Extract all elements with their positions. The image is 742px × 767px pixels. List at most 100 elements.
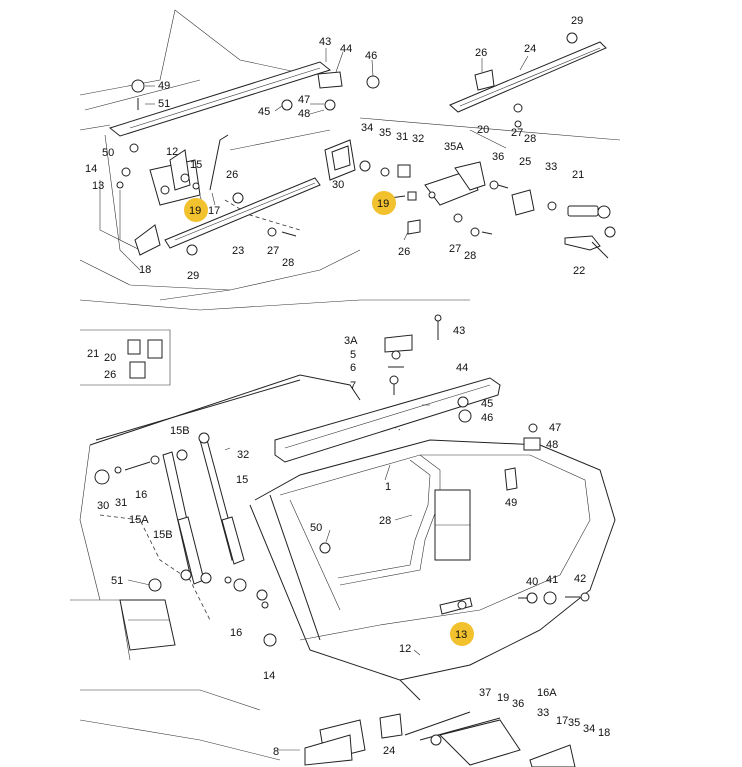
label-45-low: 45 <box>481 398 493 410</box>
rod-17 <box>209 134 229 191</box>
label-44-top: 44 <box>340 43 352 55</box>
spoiler-strip-44 <box>274 377 501 463</box>
label-40: 40 <box>526 576 538 588</box>
label-50-top: 50 <box>102 147 114 159</box>
label-16-b: 16 <box>230 627 242 639</box>
latch-35A <box>424 161 486 206</box>
highlight-19-left <box>184 198 208 222</box>
highlight-markers <box>184 191 474 646</box>
left-taillight <box>119 599 176 651</box>
label-21-top: 21 <box>572 169 584 181</box>
label-13-top: 13 <box>92 180 104 192</box>
label-15B-low: 15B <box>153 529 173 541</box>
part-labels: 29 43 44 46 26 24 49 51 45 47 48 27 28 3… <box>85 15 610 758</box>
label-33: 33 <box>545 161 557 173</box>
lock-cylinder-21 <box>567 205 616 238</box>
label-46-low: 46 <box>481 412 493 424</box>
trim-strip-24 <box>449 41 607 113</box>
label-27-c: 27 <box>449 243 461 255</box>
key-22 <box>564 235 609 259</box>
label-49-top: 49 <box>158 80 170 92</box>
label-16-a: 16 <box>135 489 147 501</box>
lower-hardware <box>94 314 590 767</box>
label-30-low: 30 <box>97 500 109 512</box>
label-43-low: 43 <box>453 325 465 337</box>
label-19-mid: 19 <box>377 198 389 210</box>
label-47-low: 47 <box>549 422 561 434</box>
label-18-bot: 18 <box>598 727 610 739</box>
tailgate-outline <box>70 374 616 761</box>
label-35-bot: 35 <box>568 717 580 729</box>
spoiler-strip-43 <box>108 61 332 137</box>
label-27-b: 27 <box>267 245 279 257</box>
bracket-18 <box>134 224 161 256</box>
label-48-low: 48 <box>546 439 558 451</box>
label-19-bot: 19 <box>497 692 509 704</box>
label-34-bot: 34 <box>583 723 595 735</box>
label-18: 18 <box>139 264 151 276</box>
label-43: 43 <box>319 36 331 48</box>
gas-strut-15 <box>198 432 245 565</box>
label-28-c: 28 <box>464 250 476 262</box>
label-14-low: 14 <box>263 670 275 682</box>
label-32: 32 <box>412 133 424 145</box>
label-51-low: 51 <box>111 575 123 587</box>
highlight-13-low <box>450 622 474 646</box>
label-15A: 15A <box>129 514 149 526</box>
label-35: 35 <box>379 127 391 139</box>
label-23: 23 <box>232 245 244 257</box>
label-46-top: 46 <box>365 50 377 62</box>
label-13-low: 13 <box>455 629 467 641</box>
gas-strut-15B <box>162 449 212 585</box>
label-50-low: 50 <box>310 522 322 534</box>
label-30-top: 30 <box>332 179 344 191</box>
label-44-low: 44 <box>456 362 468 374</box>
label-7: 7 <box>350 380 356 392</box>
label-36-bot: 36 <box>512 698 524 710</box>
label-3A: 3A <box>344 335 358 347</box>
label-33-bot: 33 <box>537 707 549 719</box>
label-32-low: 32 <box>237 449 249 461</box>
label-12-low: 12 <box>399 643 411 655</box>
label-31: 31 <box>396 131 408 143</box>
trim-strip-23 <box>164 177 321 249</box>
label-26-inset: 26 <box>104 369 116 381</box>
label-34: 34 <box>361 122 373 134</box>
hinge-bracket-12 <box>149 149 201 206</box>
label-5: 5 <box>350 349 356 361</box>
label-51-top: 51 <box>158 98 170 110</box>
label-17-bot: 17 <box>556 715 568 727</box>
label-35A: 35A <box>444 141 464 153</box>
label-17-top: 17 <box>208 205 220 217</box>
label-1: 1 <box>385 481 391 493</box>
label-21-inset: 21 <box>87 348 99 360</box>
label-29-top: 29 <box>571 15 583 27</box>
label-24-bot: 24 <box>383 745 395 757</box>
label-36: 36 <box>492 151 504 163</box>
label-27-a: 27 <box>511 127 523 139</box>
label-29-b: 29 <box>187 270 199 282</box>
label-15-top: 15 <box>190 159 202 171</box>
label-22: 22 <box>573 265 585 277</box>
label-25: 25 <box>519 156 531 168</box>
highlight-19-mid <box>372 191 396 215</box>
label-26-top: 26 <box>475 47 487 59</box>
label-31-low: 31 <box>115 497 127 509</box>
label-20-inset: 20 <box>104 352 116 364</box>
label-41: 41 <box>546 574 558 586</box>
label-49-low: 49 <box>505 497 517 509</box>
seal-28 <box>337 454 441 586</box>
label-47-top: 47 <box>298 94 310 106</box>
label-12-top: 12 <box>166 146 178 158</box>
label-24-top: 24 <box>524 43 536 55</box>
label-26-mid: 26 <box>226 169 238 181</box>
label-42: 42 <box>574 573 586 585</box>
label-15-low: 15 <box>236 474 248 486</box>
taillight-block <box>434 489 471 561</box>
inset-detail <box>80 329 171 386</box>
label-15B-top: 15B <box>170 425 190 437</box>
label-37: 37 <box>479 687 491 699</box>
top-car-body-outline <box>79 9 621 311</box>
